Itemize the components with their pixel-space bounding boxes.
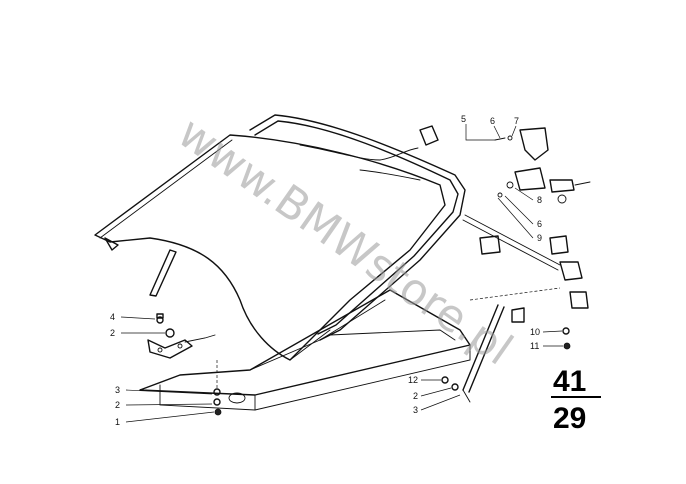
callout-2: 2 xyxy=(110,328,115,338)
callout-10: 10 xyxy=(530,327,540,337)
bumper-blocks xyxy=(479,235,589,323)
callout-9: 9 xyxy=(537,233,542,243)
callout-5: 5 xyxy=(461,114,466,124)
lid-panel xyxy=(94,134,446,361)
callout-4: 4 xyxy=(110,312,115,322)
callout-3: 3 xyxy=(413,405,418,415)
leader-lines xyxy=(120,124,563,423)
group-number: 41 29 xyxy=(551,365,601,435)
callout-8: 8 xyxy=(537,195,542,205)
clip-parts-top xyxy=(419,125,591,204)
seal-frame xyxy=(249,114,466,341)
callout-1: 1 xyxy=(115,417,120,427)
callout-labels: 4 2 3 2 1 5 6 7 8 6 9 10 11 12 2 3 xyxy=(110,114,542,427)
hinge-arm-left xyxy=(147,249,216,359)
group-number-bottom: 29 xyxy=(553,402,586,435)
callout-2: 2 xyxy=(413,391,418,401)
callout-11: 11 xyxy=(530,341,539,351)
callout-6: 6 xyxy=(537,219,542,229)
callout-12: 12 xyxy=(408,375,418,385)
gas-strut-right xyxy=(441,287,571,403)
callout-2: 2 xyxy=(115,400,120,410)
fasteners-left xyxy=(156,313,222,416)
callout-6: 6 xyxy=(490,116,495,126)
group-number-top: 41 xyxy=(553,365,586,398)
callout-3: 3 xyxy=(115,385,120,395)
watermark-text: www.BMWstore.pl xyxy=(169,107,522,375)
cable-rod xyxy=(299,144,561,271)
callout-7: 7 xyxy=(514,116,519,126)
